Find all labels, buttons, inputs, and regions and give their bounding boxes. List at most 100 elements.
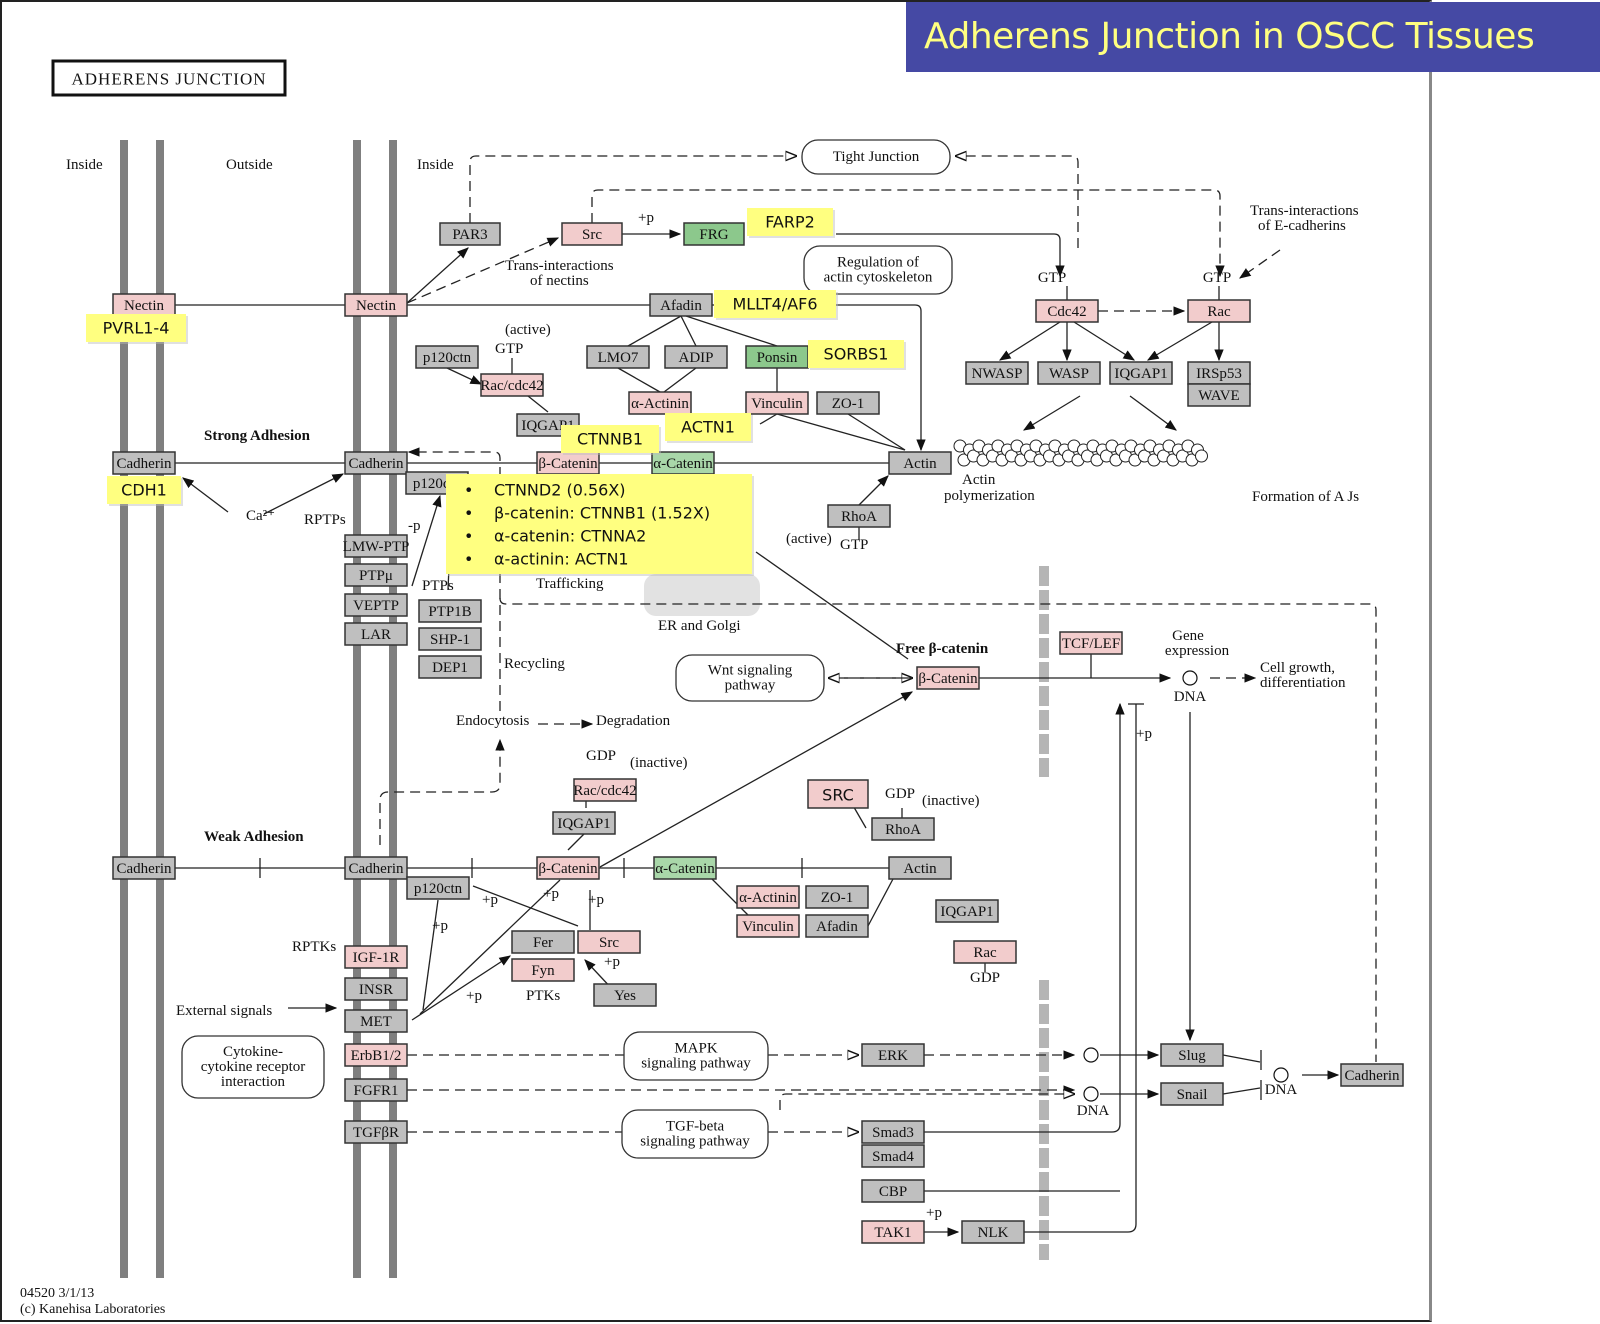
diagram-label-gtp-rhoa: GTP <box>840 537 868 553</box>
gene-node-actinin-w[interactable]: α-Actinin <box>736 885 800 909</box>
gene-node-rhoa-top[interactable]: RhoA <box>827 504 891 528</box>
gene-node-erbb[interactable]: ErbB1/2 <box>344 1043 408 1067</box>
pathway-label: Cytokine- <box>223 1044 283 1060</box>
gene-label: α-Actinin <box>739 890 797 906</box>
gene-node-rac-w[interactable]: Rac <box>953 940 1017 964</box>
gene-label: PAR3 <box>452 227 487 243</box>
gene-node-actin-s[interactable]: Actin <box>888 451 952 475</box>
gene-node-nectin-r[interactable]: Nectin <box>344 293 408 317</box>
pathway-label: actin cytoskeleton <box>824 270 933 286</box>
gene-node-lmo7[interactable]: LMO7 <box>586 345 650 369</box>
gene-node-snail[interactable]: Snail <box>1160 1082 1224 1106</box>
gene-node-shp1[interactable]: SHP-1 <box>418 627 482 651</box>
diagram-label-pp6: +p <box>466 988 482 1004</box>
gene-node-src-ann[interactable]: SRC <box>807 779 869 809</box>
gene-node-afadin-top[interactable]: Afadin <box>649 293 713 317</box>
gene-node-acat-w[interactable]: α-Catenin <box>653 856 717 880</box>
gene-node-nwasp[interactable]: NWASP <box>965 361 1029 385</box>
annotation-text: α-actinin: ACTN1 <box>494 550 629 569</box>
gene-node-iqgap-r[interactable]: IQGAP1 <box>1109 361 1173 385</box>
gene-node-cadherin-l2[interactable]: Cadherin <box>112 856 176 880</box>
gene-node-bcat-free[interactable]: β-Catenin <box>916 666 980 690</box>
gene-label: Cadherin <box>1345 1068 1400 1084</box>
gene-node-ptpmu[interactable]: PTPμ <box>344 563 408 587</box>
gene-node-bcat-s[interactable]: β-Catenin <box>536 451 600 475</box>
gene-node-tcflef[interactable]: TCF/LEF <box>1059 631 1123 655</box>
gene-node-p120-w[interactable]: p120ctn <box>406 876 470 900</box>
gene-node-erk[interactable]: ERK <box>861 1043 925 1067</box>
gene-node-raccdc42-top[interactable]: Rac/cdc42 <box>480 373 544 397</box>
gene-node-wasp[interactable]: WASP <box>1037 361 1101 385</box>
gene-node-wave[interactable]: WAVE <box>1187 383 1251 407</box>
pathway-edge <box>867 878 894 927</box>
gene-node-par3[interactable]: PAR3 <box>439 222 501 246</box>
gene-node-cbp[interactable]: CBP <box>861 1179 925 1203</box>
gene-node-vinculin-w[interactable]: Vinculin <box>736 914 800 938</box>
gene-label: FRG <box>699 227 728 243</box>
gene-node-rhoa-mid[interactable]: RhoA <box>871 817 935 841</box>
gene-node-igf1r[interactable]: IGF-1R <box>344 945 408 969</box>
gene-node-cadherin-r1[interactable]: Cadherin <box>344 451 408 475</box>
annotation-text: ACTN1 <box>681 418 735 437</box>
gene-node-lar[interactable]: LAR <box>344 622 408 646</box>
gene-node-yes[interactable]: Yes <box>593 983 657 1007</box>
gene-node-raccdc42-mid[interactable]: Rac/cdc42 <box>573 778 637 802</box>
gene-label: RhoA <box>885 822 921 838</box>
gene-node-p120-top[interactable]: p120ctn <box>415 345 479 369</box>
gene-node-fgfr1[interactable]: FGFR1 <box>344 1078 408 1102</box>
pathway-edge <box>419 879 561 1015</box>
gene-node-tgfbr[interactable]: TGFβR <box>344 1120 408 1144</box>
diagram-label-actin-poly-2: polymerization <box>944 488 1035 504</box>
diagram-label-rptks: RPTKs <box>292 939 336 955</box>
gene-node-cadherin-out[interactable]: Cadherin <box>1340 1063 1404 1087</box>
diagram-label-pp3: +p <box>588 892 604 908</box>
gene-label: LMW-PTP <box>343 539 410 555</box>
gene-node-cadherin-r2[interactable]: Cadherin <box>344 856 408 880</box>
gene-node-acat-s[interactable]: α-Catenin <box>651 451 715 475</box>
gene-node-smad3[interactable]: Smad3 <box>861 1120 925 1144</box>
gene-node-cdc42[interactable]: Cdc42 <box>1035 299 1099 323</box>
gene-node-met[interactable]: MET <box>344 1009 408 1033</box>
pathway-link-tight-junction[interactable]: Tight Junction <box>801 139 951 175</box>
gene-node-slug[interactable]: Slug <box>1160 1043 1224 1067</box>
gene-node-bcat-w[interactable]: β-Catenin <box>536 856 600 880</box>
gene-node-nectin-l[interactable]: Nectin <box>112 293 176 317</box>
diagram-label-ptks: PTKs <box>526 988 560 1004</box>
gene-node-adip[interactable]: ADIP <box>664 345 728 369</box>
gene-node-afadin-w[interactable]: Afadin <box>805 914 869 938</box>
gene-node-veptp[interactable]: VEPTP <box>344 593 408 617</box>
map-title-box: ADHERENS JUNCTION <box>51 59 287 97</box>
gene-node-fyn[interactable]: Fyn <box>511 958 575 982</box>
diagram-label-inactive-2: (inactive) <box>922 793 979 809</box>
gene-node-tak1[interactable]: TAK1 <box>861 1220 925 1244</box>
gene-node-actinin-top[interactable]: α-Actinin <box>628 391 692 415</box>
gene-node-zo1-top[interactable]: ZO-1 <box>816 391 880 415</box>
gene-node-ponsin[interactable]: Ponsin <box>745 345 809 369</box>
gene-node-zo1-w[interactable]: ZO-1 <box>805 885 869 909</box>
gene-node-frg[interactable]: FRG <box>683 222 745 246</box>
gene-node-iqgap-w[interactable]: IQGAP1 <box>935 899 999 923</box>
gene-node-insr[interactable]: INSR <box>344 977 408 1001</box>
diagram-label-gtp-1: GTP <box>495 341 523 357</box>
gene-node-cadherin-l1[interactable]: Cadherin <box>112 451 176 475</box>
annotation-text: CTNND2 (0.56X) <box>494 481 626 500</box>
gene-node-iqgap-mid[interactable]: IQGAP1 <box>552 811 616 835</box>
gene-label: Src <box>582 227 602 243</box>
gene-node-fer[interactable]: Fer <box>511 930 575 954</box>
gene-node-lmwptp[interactable]: LMW-PTP <box>343 534 410 558</box>
gene-node-dep1[interactable]: DEP1 <box>418 655 482 679</box>
gene-node-src-top[interactable]: Src <box>561 222 623 246</box>
gene-node-irsp53[interactable]: IRSp53 <box>1187 361 1251 385</box>
gene-node-src-w[interactable]: Src <box>577 930 641 954</box>
gene-node-smad4[interactable]: Smad4 <box>861 1144 925 1168</box>
gene-node-ptp1b[interactable]: PTP1B <box>418 599 482 623</box>
gene-node-nlk[interactable]: NLK <box>961 1220 1025 1244</box>
gene-node-vinculin-top[interactable]: Vinculin <box>745 391 809 415</box>
gene-node-actin-w[interactable]: Actin <box>888 856 952 880</box>
gene-node-rac-top[interactable]: Rac <box>1187 299 1251 323</box>
